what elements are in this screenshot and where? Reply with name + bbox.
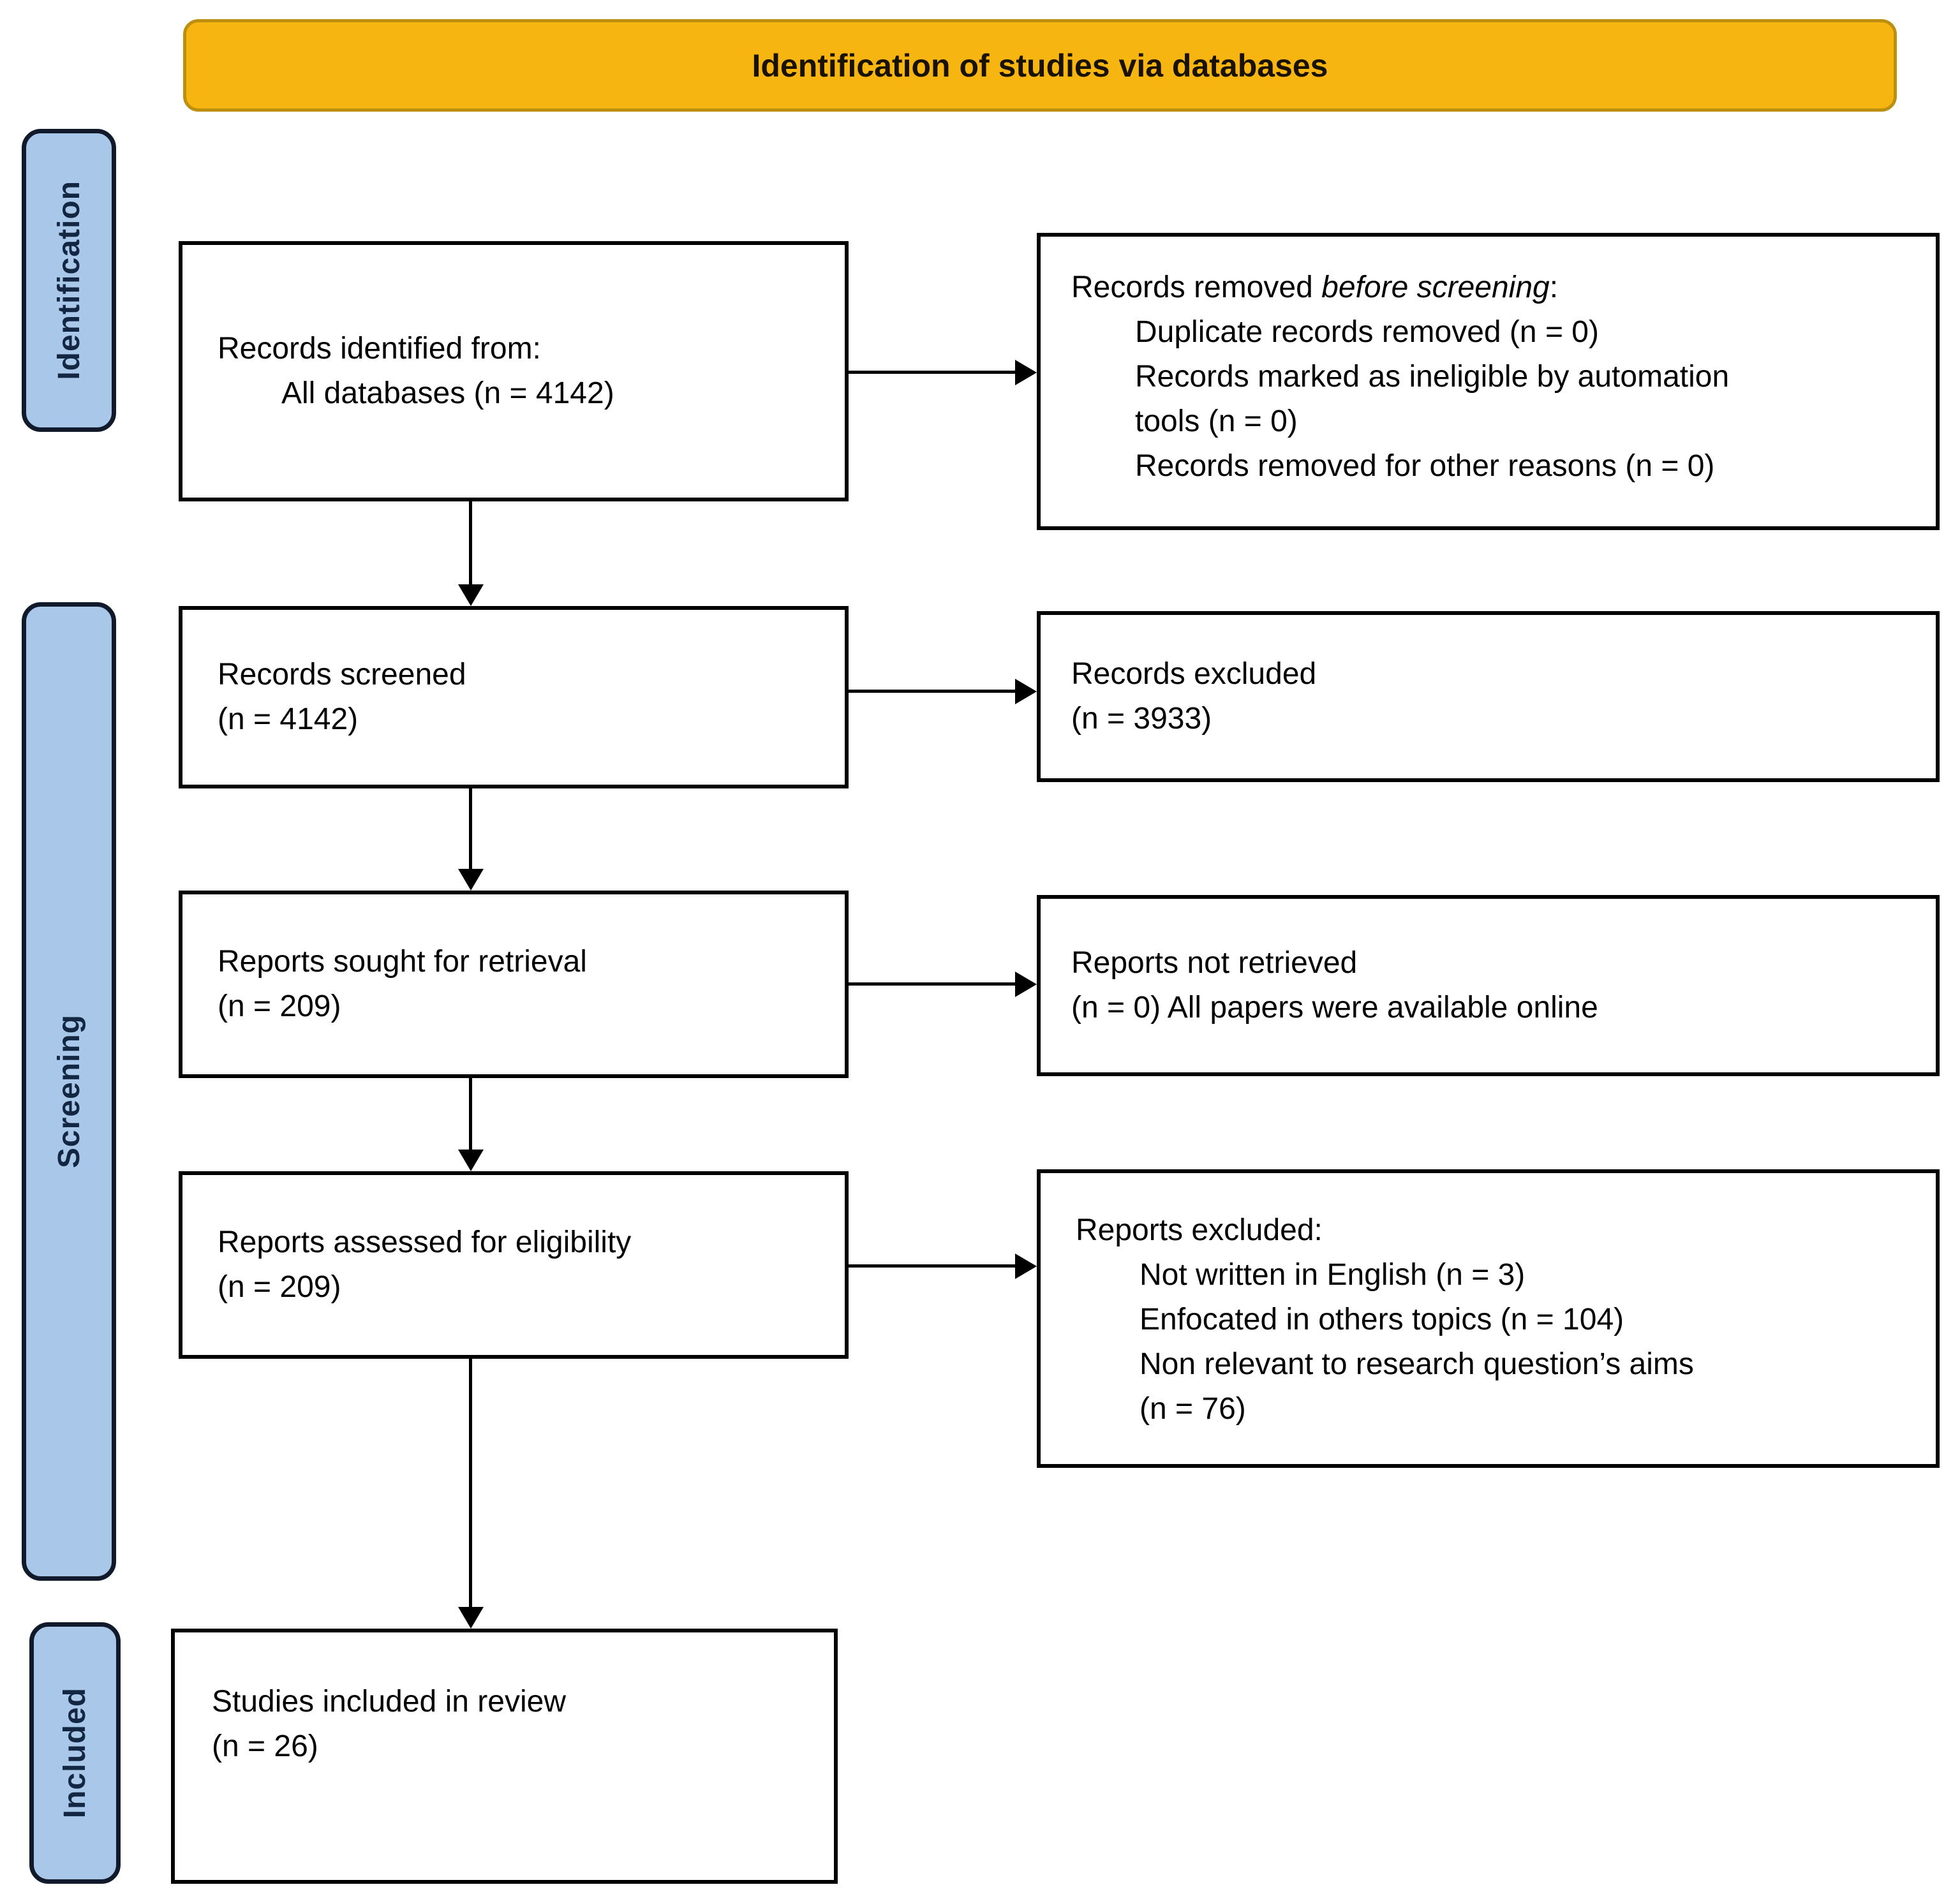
box-text-line: Not written in English (n = 3)	[1140, 1258, 1526, 1292]
box-reports-sought: Reports sought for retrieval (n = 209)	[179, 891, 849, 1078]
arrow-head-down-icon	[458, 869, 484, 891]
arrow-assessed-to-reports-excluded	[849, 1252, 1037, 1280]
box-text-line: Reports not retrieved	[1071, 946, 1358, 980]
box-text-segment: :	[1549, 270, 1559, 304]
box-reports-excluded: Reports excluded: Not written in English…	[1037, 1169, 1940, 1468]
box-text-line: (n = 26)	[212, 1729, 318, 1763]
box-text-line: Records identified from:	[218, 332, 541, 366]
stage-label-text: Included	[58, 1687, 92, 1819]
box-records-screened: Records screened (n = 4142)	[179, 606, 849, 788]
box-text-line: (n = 209)	[218, 989, 341, 1023]
arrow-screened-to-sought	[457, 788, 485, 891]
arrow-shaft	[849, 1264, 1018, 1268]
header-title: Identification of studies via databases	[752, 47, 1328, 84]
arrow-head-down-icon	[458, 1607, 484, 1629]
box-text-line: Studies included in review	[212, 1685, 566, 1719]
arrow-head-right-icon	[1015, 972, 1037, 997]
arrow-shaft	[469, 788, 472, 871]
arrow-shaft	[849, 371, 1018, 374]
box-text-line: Reports sought for retrieval	[218, 945, 587, 979]
box-records-identified: Records identified from: All databases (…	[179, 241, 849, 501]
arrow-head-down-icon	[458, 584, 484, 606]
box-text-segment-italic: before screening	[1321, 270, 1550, 304]
box-text-line: Duplicate records removed (n = 0)	[1135, 315, 1599, 349]
arrow-head-right-icon	[1015, 1254, 1037, 1279]
arrow-head-down-icon	[458, 1150, 484, 1171]
box-text-line: Records removed before screening:	[1071, 265, 1920, 310]
arrow-shaft	[469, 1359, 472, 1609]
arrow-identified-to-screened	[457, 501, 485, 606]
box-text-line: (n = 76)	[1140, 1392, 1246, 1426]
arrow-shaft	[469, 501, 472, 587]
box-text-line: Reports excluded:	[1076, 1213, 1323, 1247]
box-text-line: (n = 209)	[218, 1270, 341, 1304]
box-studies-included: Studies included in review (n = 26)	[171, 1629, 838, 1884]
box-records-excluded: Records excluded (n = 3933)	[1037, 611, 1940, 782]
box-text-line: Records excluded	[1071, 657, 1317, 691]
box-text-line: Enfocated in others topics (n = 104)	[1140, 1303, 1624, 1336]
arrow-shaft	[849, 982, 1018, 986]
box-text-line: All databases (n = 4142)	[281, 376, 614, 410]
stage-label-identification: Identification	[22, 129, 116, 432]
box-text-segment: Records removed	[1071, 270, 1322, 304]
box-text-line: (n = 0) All papers were available online	[1071, 991, 1598, 1024]
stage-label-included: Included	[29, 1622, 121, 1884]
box-text-line: Records screened	[218, 658, 466, 692]
box-reports-assessed: Reports assessed for eligibility (n = 20…	[179, 1171, 849, 1359]
stage-label-text: Identification	[52, 181, 86, 380]
arrow-sought-to-not-retrieved	[849, 970, 1037, 998]
arrow-shaft	[849, 690, 1018, 693]
header-banner: Identification of studies via databases	[183, 19, 1897, 112]
stage-label-screening: Screening	[22, 602, 116, 1581]
box-text-line: Records marked as ineligible by automati…	[1135, 360, 1730, 394]
box-text-line: tools (n = 0)	[1135, 404, 1298, 438]
arrow-sought-to-assessed	[457, 1078, 485, 1171]
box-text-line: Non relevant to research question’s aims	[1140, 1347, 1694, 1381]
box-records-removed: Records removed before screening: Duplic…	[1037, 233, 1940, 530]
box-text-line: (n = 4142)	[218, 702, 359, 736]
stage-label-text: Screening	[52, 1014, 86, 1169]
arrow-head-right-icon	[1015, 679, 1037, 704]
arrow-assessed-to-included	[457, 1359, 485, 1629]
arrow-identified-to-removed	[849, 359, 1037, 387]
box-text-line: (n = 3933)	[1071, 702, 1212, 736]
arrow-shaft	[469, 1078, 472, 1152]
box-text-line: Reports assessed for eligibility	[218, 1225, 632, 1259]
box-reports-not-retrieved: Reports not retrieved (n = 0) All papers…	[1037, 895, 1940, 1076]
box-text-line: Records removed for other reasons (n = 0…	[1135, 449, 1715, 483]
arrow-screened-to-excluded	[849, 677, 1037, 706]
arrow-head-right-icon	[1015, 360, 1037, 385]
